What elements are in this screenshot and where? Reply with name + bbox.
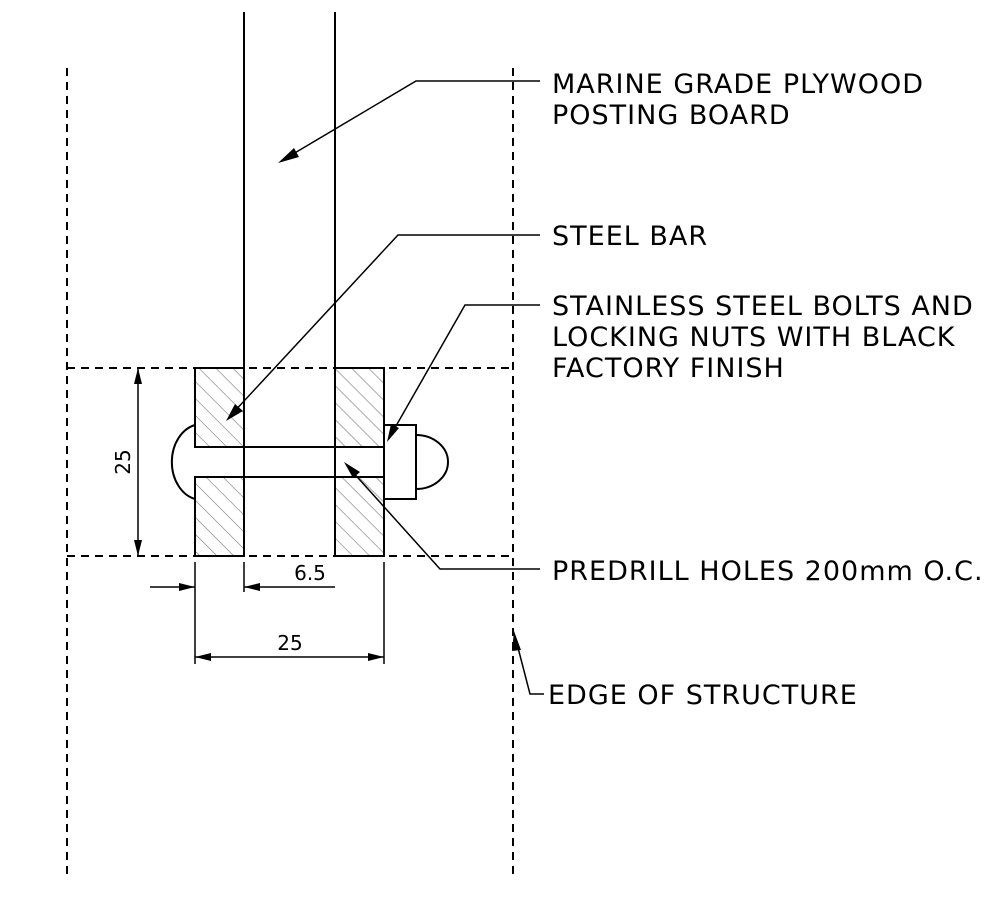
label-plywood-line2: POSTING BOARD bbox=[552, 100, 791, 131]
label-edge: EDGE OF STRUCTURE bbox=[548, 680, 858, 711]
bolt-head bbox=[170, 424, 196, 500]
dim-height-text: 25 bbox=[111, 449, 135, 474]
label-predrill: PREDRILL HOLES 200mm O.C. bbox=[552, 556, 984, 587]
leader-steel-bar bbox=[231, 234, 540, 415]
label-bolts-line3: FACTORY FINISH bbox=[552, 353, 785, 384]
nut-cap bbox=[415, 434, 449, 490]
right-flange-lower bbox=[334, 476, 385, 557]
dim-gap-text: 6.5 bbox=[294, 561, 326, 585]
leader-bolts bbox=[391, 304, 540, 434]
label-bolts-line1: STAINLESS STEEL BOLTS AND bbox=[552, 291, 974, 322]
leader-plywood bbox=[287, 80, 540, 158]
leader-predrill bbox=[349, 468, 540, 570]
leader-edge bbox=[515, 639, 544, 695]
right-flange-upper bbox=[334, 367, 385, 448]
label-steel-bar: STEEL BAR bbox=[552, 221, 708, 252]
label-plywood-line1: MARINE GRADE PLYWOOD bbox=[552, 69, 924, 100]
dim-width-text: 25 bbox=[277, 631, 302, 655]
label-bolts-line2: LOCKING NUTS WITH BLACK bbox=[552, 322, 956, 353]
left-flange-lower bbox=[194, 476, 245, 557]
